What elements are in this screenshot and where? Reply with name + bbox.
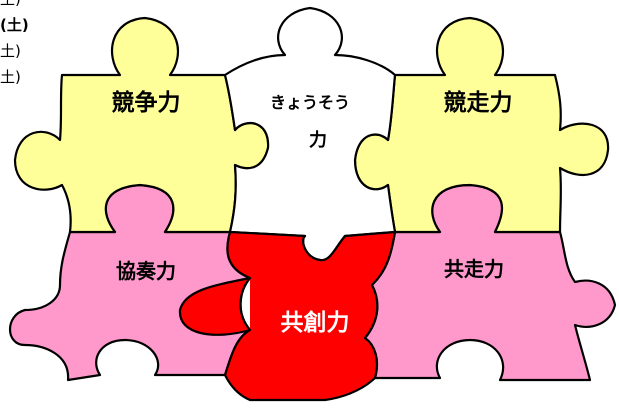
side-fragment-2: (土)	[0, 16, 29, 34]
label-ensemble: 協奏力	[116, 259, 176, 283]
label-cocreation: 共創力	[281, 310, 350, 336]
label-hiragana-line2: 力	[309, 130, 327, 151]
label-hiragana-line1: きょうそう	[270, 93, 350, 112]
side-fragment-3: 土)	[0, 42, 21, 60]
label-competition: 競争力	[112, 89, 181, 116]
piece-competition	[13, 16, 270, 234]
label-running: 競走力	[444, 89, 513, 116]
side-fragment-4: 土)	[0, 68, 21, 86]
label-corunning: 共走力	[444, 257, 504, 281]
piece-hiragana	[223, 6, 397, 262]
side-fragment-1: 土)	[0, 0, 21, 7]
piece-cocreation	[178, 230, 397, 402]
